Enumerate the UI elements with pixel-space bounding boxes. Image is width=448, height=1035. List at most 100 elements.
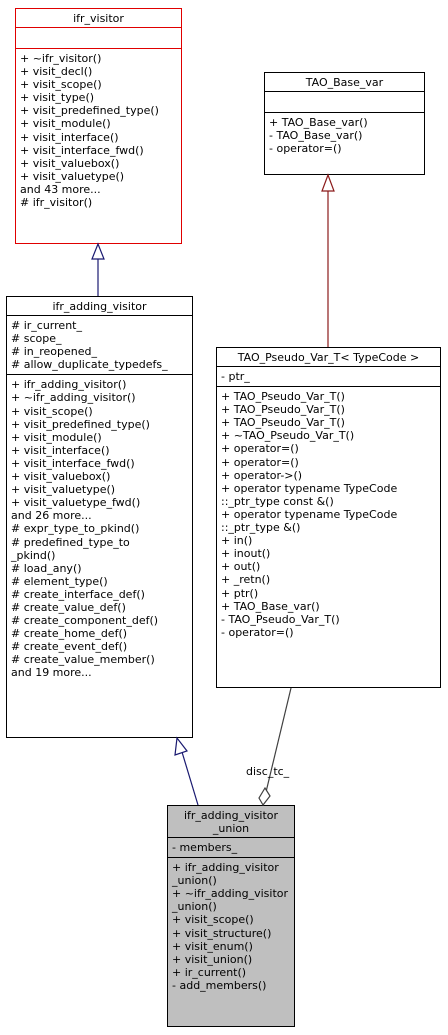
class-member-row: + visit_valuetype_fwd() xyxy=(11,496,141,510)
class-member-row: # create_home_def() xyxy=(11,627,128,641)
class-title: ifr_adding_visitor _union xyxy=(168,806,294,838)
class-member-row: + operator=() xyxy=(221,455,299,469)
class-member-row: + visit_valuebox() xyxy=(20,156,120,170)
class-member-row: ::_ptr_type &() xyxy=(221,521,301,535)
class-member-row: + ~ifr_visitor() xyxy=(20,52,102,65)
class-ifr-adding-visitor-union[interactable]: ifr_adding_visitor _union - members_ + i… xyxy=(167,805,295,1027)
class-member-row: # predefined_type_to xyxy=(11,535,130,549)
class-member-row: + visit_structure() xyxy=(172,926,272,940)
class-member-row: + inout() xyxy=(221,547,271,561)
class-member-row: # create_event_def() xyxy=(11,640,128,654)
class-member-row: + visit_union() xyxy=(172,952,253,966)
class-member-row: + TAO_Pseudo_Var_T() xyxy=(221,390,345,404)
title-line: ifr_adding_visitor xyxy=(183,809,279,822)
class-title: ifr_adding_visitor xyxy=(7,297,192,316)
class-member-row: - add_members() xyxy=(172,978,267,992)
class-member-row: + in() xyxy=(221,534,253,548)
class-member-row: # expr_type_to_pkind() xyxy=(11,522,140,536)
methods-section: + ifr_adding_visitor()+ ~ifr_adding_visi… xyxy=(7,375,192,682)
inheritance-arrowhead xyxy=(91,242,105,260)
class-member-row: + visit_predefined_type() xyxy=(11,417,150,431)
attributes-section: - ptr_ xyxy=(217,367,440,388)
class-title: TAO_Base_var xyxy=(265,73,424,92)
class-member-row: + visit_valuetype() xyxy=(11,483,116,497)
class-member-row: # ifr_visitor() xyxy=(20,196,93,210)
class-member-row: - members_ xyxy=(172,841,238,854)
class-member-row: and 43 more... xyxy=(20,182,101,196)
class-member-row: and 19 more... xyxy=(11,666,92,680)
attributes-section xyxy=(265,92,424,113)
class-member-row: # element_type() xyxy=(11,574,108,588)
class-title: ifr_visitor xyxy=(16,9,181,28)
class-member-row: + operator typename TypeCode xyxy=(221,507,398,521)
attributes-section xyxy=(16,28,181,49)
class-member-row: + ifr_adding_visitor() xyxy=(11,378,127,392)
class-member-row: + ~ifr_adding_visitor() xyxy=(11,391,136,405)
inheritance-arrowhead xyxy=(321,173,335,192)
class-member-row: ::_ptr_type const &() xyxy=(221,494,334,508)
class-member-row: + TAO_Base_var() xyxy=(269,116,368,129)
class-member-row: + ifr_adding_visitor xyxy=(172,861,279,875)
class-member-row: + visit_interface() xyxy=(20,130,119,144)
class-member-row: + visit_enum() xyxy=(172,939,253,953)
class-tao-pseudo-var-t[interactable]: TAO_Pseudo_Var_T< TypeCode > - ptr_ + TA… xyxy=(216,347,441,688)
class-member-row: + visit_module() xyxy=(20,117,111,131)
class-member-row: + ir_current() xyxy=(172,965,247,979)
class-member-row: + visit_type() xyxy=(20,91,95,105)
methods-section: + TAO_Base_var()- TAO_Base_var()- operat… xyxy=(265,113,424,158)
class-member-row: # allow_duplicate_typedefs_ xyxy=(11,358,168,372)
attributes-section: - members_ xyxy=(168,838,294,859)
class-member-row: + visit_interface_fwd() xyxy=(20,143,144,157)
attributes-section: # ir_current_# scope_# in_reopened_# all… xyxy=(7,316,192,376)
class-member-row: + ptr() xyxy=(221,586,259,600)
class-member-row: # create_component_def() xyxy=(11,614,159,628)
inheritance-edge-union-to-adding xyxy=(181,751,199,806)
class-member-row: # create_value_member() xyxy=(11,653,155,667)
class-member-row: + operator->() xyxy=(221,468,303,482)
class-member-row: # create_value_def() xyxy=(11,600,126,614)
class-member-row: + visit_interface() xyxy=(11,443,110,457)
inheritance-arrowhead xyxy=(174,736,188,756)
class-member-row: and 26 more... xyxy=(11,509,92,523)
class-member-row: - ptr_ xyxy=(221,370,250,383)
class-member-row: - TAO_Pseudo_Var_T() xyxy=(221,612,340,626)
title-line: _union xyxy=(212,822,250,835)
class-member-row: + visit_valuetype() xyxy=(20,169,125,183)
class-member-row: + visit_scope() xyxy=(172,913,254,927)
class-member-row: # create_interface_def() xyxy=(11,587,145,601)
class-member-row: + operator typename TypeCode xyxy=(221,481,398,495)
methods-section: + ~ifr_visitor()+ visit_decl()+ visit_sc… xyxy=(16,49,181,212)
class-member-row: # ir_current_ xyxy=(11,319,82,332)
class-member-row: _union() xyxy=(172,900,217,914)
class-member-row: - operator=() xyxy=(221,625,294,639)
member-edge-label: disc_tc_ xyxy=(246,765,290,778)
class-title: TAO_Pseudo_Var_T< TypeCode > xyxy=(217,348,440,367)
class-member-row: + TAO_Pseudo_Var_T() xyxy=(221,403,345,417)
class-member-row: + operator=() xyxy=(221,442,299,456)
class-ifr-adding-visitor[interactable]: ifr_adding_visitor # ir_current_# scope_… xyxy=(6,296,193,738)
class-member-row: + visit_valuebox() xyxy=(11,470,111,484)
class-member-row: + ~ifr_adding_visitor xyxy=(172,887,289,901)
class-member-row: + visit_interface_fwd() xyxy=(11,456,135,470)
class-member-row: + TAO_Pseudo_Var_T() xyxy=(221,416,345,430)
class-member-row: - TAO_Base_var() xyxy=(269,129,363,143)
class-member-row: + visit_scope() xyxy=(11,404,93,418)
aggregation-diamond xyxy=(258,786,271,807)
class-member-row: + TAO_Base_var() xyxy=(221,599,320,613)
class-member-row: + visit_predefined_type() xyxy=(20,104,159,118)
class-member-row: - operator=() xyxy=(269,142,342,156)
class-member-row: + visit_scope() xyxy=(20,78,102,92)
class-member-row: _pkind() xyxy=(11,548,56,562)
class-tao-base-var[interactable]: TAO_Base_var + TAO_Base_var()- TAO_Base_… xyxy=(264,72,425,175)
methods-section: + TAO_Pseudo_Var_T()+ TAO_Pseudo_Var_T()… xyxy=(217,387,440,642)
class-member-row: + _retn() xyxy=(221,573,271,587)
class-member-row: + out() xyxy=(221,560,261,574)
methods-section: + ifr_adding_visitor_union()+ ~ifr_addin… xyxy=(168,858,294,995)
class-ifr-visitor[interactable]: ifr_visitor + ~ifr_visitor()+ visit_decl… xyxy=(15,8,182,244)
class-member-row: # scope_ xyxy=(11,332,62,346)
class-member-row: _union() xyxy=(172,874,217,888)
class-member-row: # load_any() xyxy=(11,561,82,575)
class-member-row: + visit_decl() xyxy=(20,65,93,79)
class-member-row: + visit_module() xyxy=(11,430,102,444)
